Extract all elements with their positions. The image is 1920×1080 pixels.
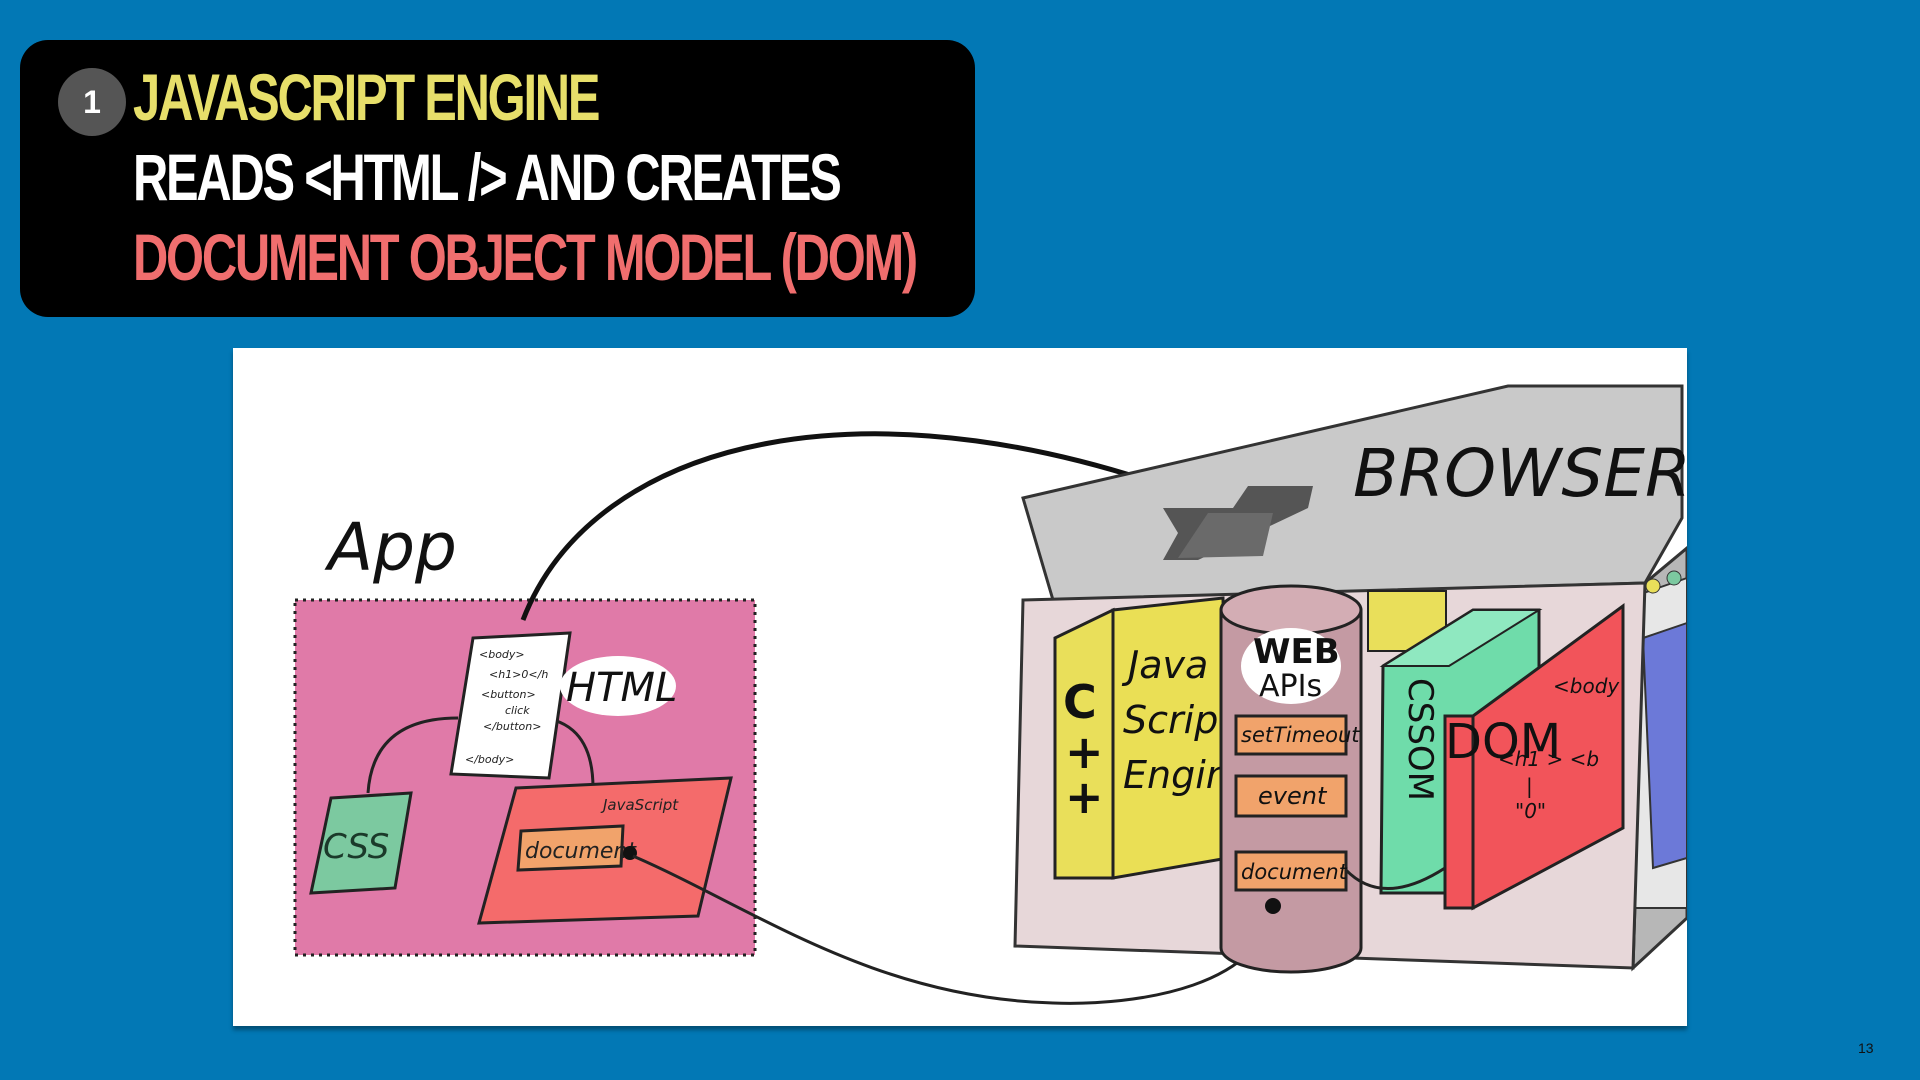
svg-text:<h1 > <b: <h1 > <b bbox=[1498, 747, 1599, 771]
web-apis-subtitle: APIs bbox=[1259, 669, 1322, 704]
svg-text:<body>: <body> bbox=[479, 648, 525, 661]
web-apis-label-bubble bbox=[1241, 628, 1341, 704]
html-to-browser-arrow bbox=[520, 431, 1224, 621]
svg-text:DOM: DOM bbox=[1445, 714, 1561, 770]
svg-text:"0": "0" bbox=[1515, 799, 1546, 823]
cssom-label: CSSOM bbox=[1400, 678, 1440, 801]
cpp-label: C + + bbox=[1063, 675, 1104, 824]
back-panel bbox=[1367, 590, 1447, 652]
svg-text:click: click bbox=[505, 704, 530, 717]
html-label: HTML bbox=[566, 665, 677, 711]
app-document-label: document bbox=[525, 839, 637, 864]
api-event-box bbox=[1234, 774, 1348, 818]
api-event-label: event bbox=[1258, 782, 1328, 810]
diagram-card: App <body> <h1>0</h <button> click </but… bbox=[233, 348, 1687, 1026]
document-link-curve bbox=[632, 854, 1275, 1005]
svg-text:</button>: </button> bbox=[483, 720, 541, 733]
api-settimeout-box bbox=[1234, 714, 1348, 756]
svg-text:Java: Java bbox=[1121, 643, 1208, 687]
html-css-connector bbox=[366, 716, 459, 794]
svg-text:<h1>0</h: <h1>0</h bbox=[489, 668, 548, 681]
title-line-javascript-engine: JAVASCRIPT ENGINE bbox=[133, 60, 600, 134]
dom-label: DOM bbox=[1445, 714, 1561, 770]
svg-text:+: + bbox=[1065, 770, 1104, 824]
html-code: <body> <h1>0</h <button> click </button>… bbox=[465, 648, 548, 766]
app-document-box bbox=[516, 824, 625, 872]
api-document-port bbox=[1265, 898, 1281, 914]
document-to-dom-connector bbox=[1344, 866, 1446, 890]
screen-content bbox=[1641, 621, 1687, 870]
javascript-label: JavaScript bbox=[600, 796, 679, 814]
app-label: App bbox=[324, 509, 457, 586]
html-label-bubble bbox=[560, 656, 676, 716]
api-document-box bbox=[1234, 850, 1348, 892]
web-apis-title: WEB bbox=[1253, 632, 1340, 672]
svg-text:+: + bbox=[1065, 725, 1104, 779]
slot-opening bbox=[1178, 513, 1273, 558]
browser-diagram: App <body> <h1>0</h <button> click </but… bbox=[293, 384, 1687, 1005]
css-file-icon bbox=[309, 791, 413, 895]
window-min-dot bbox=[1645, 578, 1661, 594]
svg-text:<body: <body bbox=[1553, 674, 1620, 698]
step-number-badge: 1 bbox=[58, 68, 126, 136]
svg-text:Script: Script bbox=[1123, 698, 1235, 742]
api-settimeout-label: setTimeout bbox=[1241, 723, 1360, 747]
page-number: 13 bbox=[1858, 1040, 1874, 1056]
dom-block bbox=[1471, 603, 1625, 911]
browser-label: BROWSER bbox=[1353, 435, 1687, 512]
api-document-label: document bbox=[1241, 860, 1348, 884]
html-file-icon bbox=[449, 631, 572, 780]
css-label: CSS bbox=[323, 827, 389, 867]
svg-text:</body>: </body> bbox=[465, 753, 514, 766]
window-max-dot bbox=[1666, 570, 1682, 586]
title-panel: 1 JAVASCRIPT ENGINE READS <HTML /> AND C… bbox=[20, 40, 975, 317]
web-apis-top bbox=[1219, 584, 1363, 636]
title-line-reads-html: READS <HTML /> AND CREATES bbox=[133, 140, 842, 214]
svg-text:C: C bbox=[1063, 675, 1097, 729]
svg-text:|: | bbox=[1526, 774, 1533, 798]
dom-code: <body <h1 > <b | "0" bbox=[1498, 674, 1620, 823]
svg-text:<button>: <button> bbox=[481, 688, 536, 701]
title-line-dom: DOCUMENT OBJECT MODEL (DOM) bbox=[133, 220, 918, 294]
cssom-top bbox=[1379, 609, 1543, 667]
